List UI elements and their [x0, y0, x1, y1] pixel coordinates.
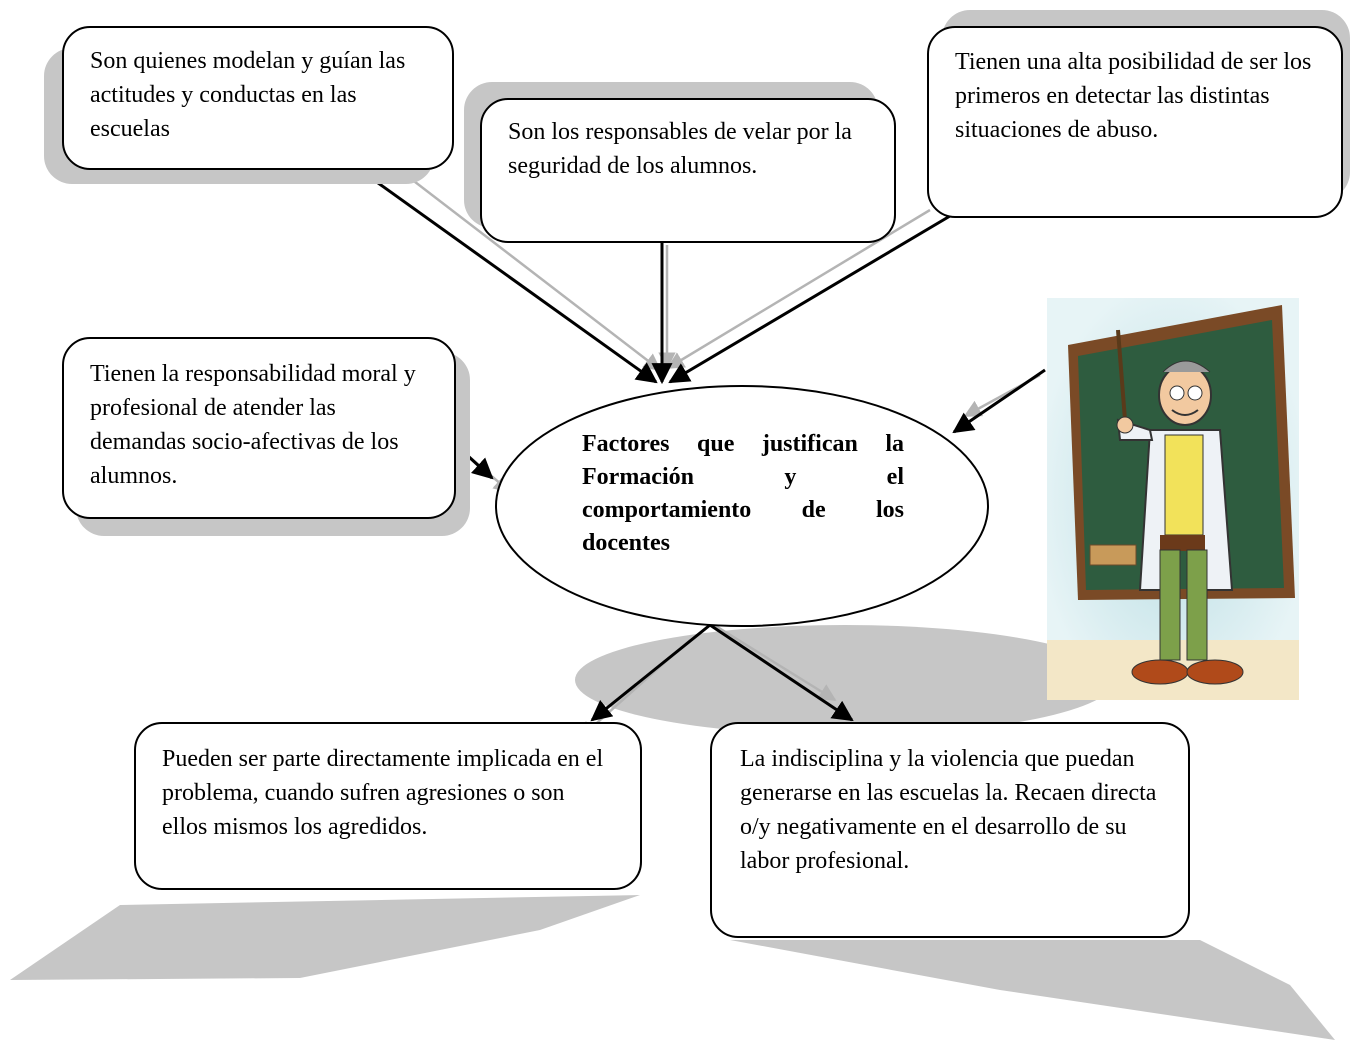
arrow-top-right-to-center	[668, 214, 951, 384]
top-left-box-text: Son quienes modelan y guían las actitude…	[90, 48, 406, 142]
bottom-left-box: Pueden ser parte directamente implicada …	[134, 722, 642, 890]
bottom-right-box: La indisciplina y la violencia que pueda…	[710, 722, 1190, 938]
top-left-box: Son quienes modelan y guían las actitude…	[62, 26, 454, 170]
arrow-illustration-to-center	[952, 368, 1046, 434]
center-title: Factores que justifican la Formación y e…	[582, 431, 904, 556]
arrow-center-to-bottom-left	[590, 623, 711, 722]
bottom-right-shadow	[730, 940, 1335, 1040]
center-ellipse	[495, 385, 989, 627]
arrow-center-to-bottom-right	[709, 623, 854, 722]
center-shadow	[575, 625, 1115, 735]
top-right-box: Tienen una alta posibilidad de ser los p…	[927, 26, 1343, 218]
bottom-left-shadow	[10, 895, 640, 980]
top-right-box-text: Tienen una alta posibilidad de ser los p…	[955, 49, 1312, 143]
top-middle-box: Son los responsables de velar por la seg…	[480, 98, 896, 243]
middle-left-box-text: Tienen la responsabilidad moral y profes…	[90, 361, 416, 489]
top-middle-box-text: Son los responsables de velar por la seg…	[508, 119, 852, 179]
connector-shadow	[379, 154, 662, 372]
bottom-right-box-text: La indisciplina y la violencia que pueda…	[740, 746, 1157, 874]
bottom-left-box-text: Pueden ser parte directamente implicada …	[162, 746, 604, 840]
teacher-at-chalkboard-icon	[1047, 298, 1299, 700]
connector-shadow	[666, 208, 931, 370]
arrow-top-left-to-center	[359, 168, 658, 384]
middle-left-box: Tienen la responsabilidad moral y profes…	[62, 337, 456, 519]
